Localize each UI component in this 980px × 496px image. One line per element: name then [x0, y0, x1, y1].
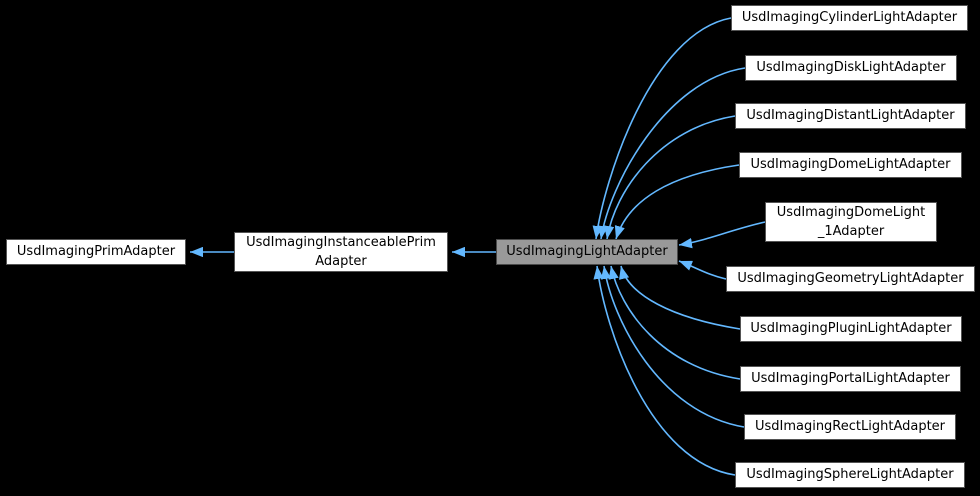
arrow-plugin-to-light — [619, 265, 741, 330]
node-label-line: _1Adapter — [817, 224, 885, 239]
node-usdimaging-instanceable-prim-adapter[interactable]: UsdImagingInstanceablePrim Adapter — [234, 232, 448, 272]
node-usdimaging-geometry-light-adapter[interactable]: UsdImagingGeometryLightAdapter — [726, 266, 975, 292]
node-usdimaging-prim-adapter[interactable]: UsdImagingPrimAdapter — [6, 239, 186, 265]
arrow-cylinder-to-light — [592, 17, 732, 240]
arrow-disk-to-light — [597, 67, 746, 240]
node-usdimaging-rect-light-adapter[interactable]: UsdImagingRectLightAdapter — [744, 414, 956, 440]
node-label-line: Adapter — [315, 254, 367, 269]
arrow-distant-to-light — [603, 115, 736, 240]
node-label-line: UsdImagingDomeLight — [776, 205, 926, 220]
node-usdimaging-portal-light-adapter[interactable]: UsdImagingPortalLightAdapter — [740, 366, 961, 392]
arrow-portal-to-light — [608, 265, 741, 380]
arrow-sphere-to-light — [593, 265, 736, 476]
node-usdimaging-dome-light-adapter[interactable]: UsdImagingDomeLightAdapter — [739, 152, 962, 178]
node-label-line: UsdImagingInstanceablePrim — [246, 235, 436, 250]
arrow-geometry-to-light — [678, 260, 727, 280]
node-usdimaging-dome-light-1-adapter[interactable]: UsdImagingDomeLight _1Adapter — [765, 202, 937, 242]
node-usdimaging-cylinder-light-adapter[interactable]: UsdImagingCylinderLightAdapter — [731, 5, 968, 31]
node-usdimaging-sphere-light-adapter[interactable]: UsdImagingSphereLightAdapter — [735, 462, 965, 488]
arrow-rect-to-light — [600, 265, 745, 428]
node-usdimaging-plugin-light-adapter[interactable]: UsdImagingPluginLightAdapter — [740, 316, 962, 342]
node-usdimaging-light-adapter-current: UsdImagingLightAdapter — [496, 239, 678, 265]
arrow-dome-to-light — [614, 164, 740, 240]
arrow-dome1-to-light — [678, 221, 766, 249]
node-usdimaging-distant-light-adapter[interactable]: UsdImagingDistantLightAdapter — [735, 103, 966, 129]
node-usdimaging-disk-light-adapter[interactable]: UsdImagingDiskLightAdapter — [745, 55, 957, 81]
